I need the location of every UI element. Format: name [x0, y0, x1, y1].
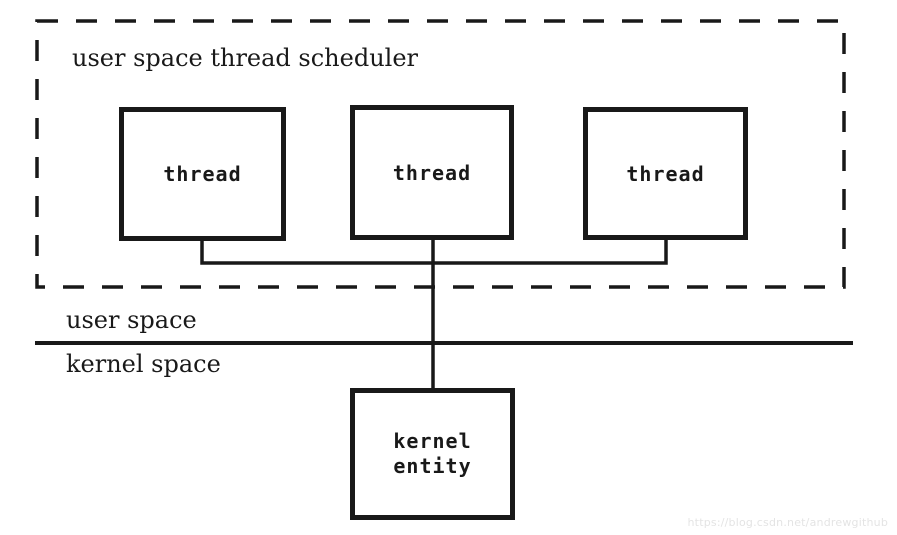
thread-box-3: thread [583, 107, 748, 240]
thread-box-2: thread [350, 105, 514, 240]
scheduler-title: user space thread scheduler [72, 44, 419, 72]
csdn-watermark: https://blog.csdn.net/andrewgithub [687, 516, 888, 529]
thread-box-2-label: thread [392, 160, 472, 185]
thread-box-3-label: thread [626, 161, 705, 186]
thread-box-1: thread [119, 107, 286, 241]
kernel-entity-box-label: kernel entity [393, 429, 472, 478]
thread-box-1-label: thread [163, 162, 242, 186]
kernel-space-label: kernel space [66, 350, 221, 378]
kernel-entity-box: kernel entity [350, 388, 515, 520]
scheduler-dashed-border [35, 19, 846, 289]
user-space-label: user space [66, 306, 197, 334]
